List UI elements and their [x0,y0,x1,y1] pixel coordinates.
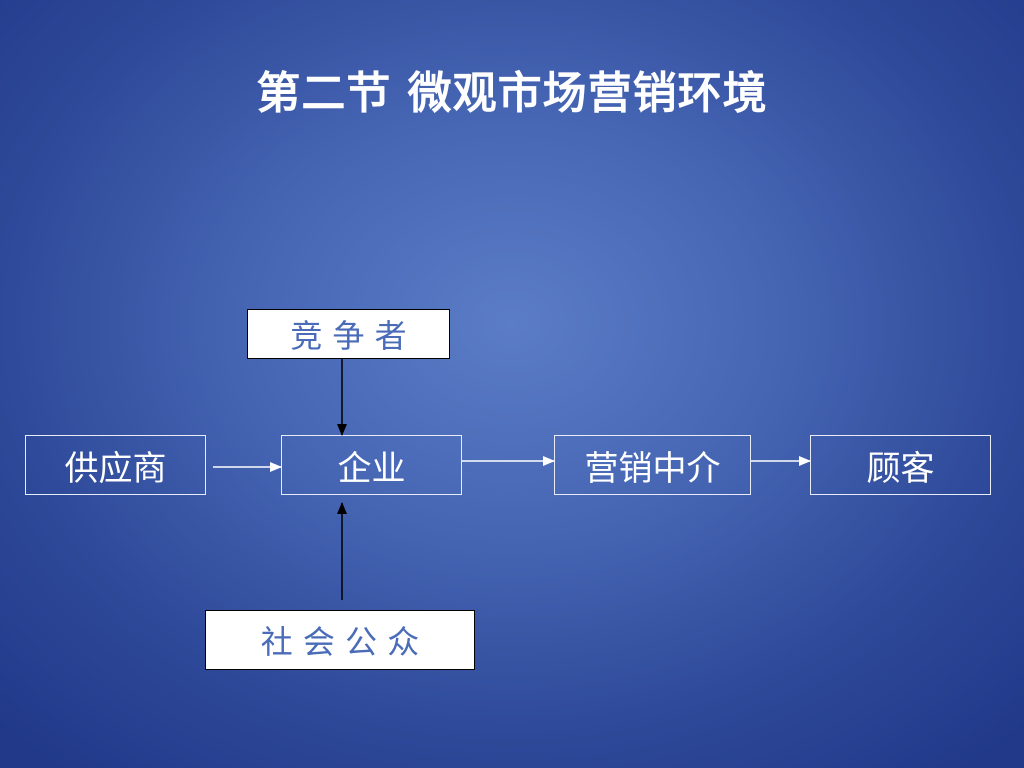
supplier-label: 供应商 [64,448,167,489]
public-label: 社 会 公 众 [260,623,420,661]
customer-label: 顾客 [866,448,935,489]
slide-title: 第二节 微观市场营销环境 [256,68,768,119]
public-box: 社 会 公 众 [205,610,475,670]
intermediary-label: 营销中介 [584,448,721,489]
competitor-box: 竞 争 者 [247,309,450,359]
supplier-box: 供应商 [25,435,206,495]
enterprise-label: 企业 [337,448,406,489]
enterprise-box: 企业 [281,435,462,495]
competitor-label: 竞 争 者 [290,317,407,355]
